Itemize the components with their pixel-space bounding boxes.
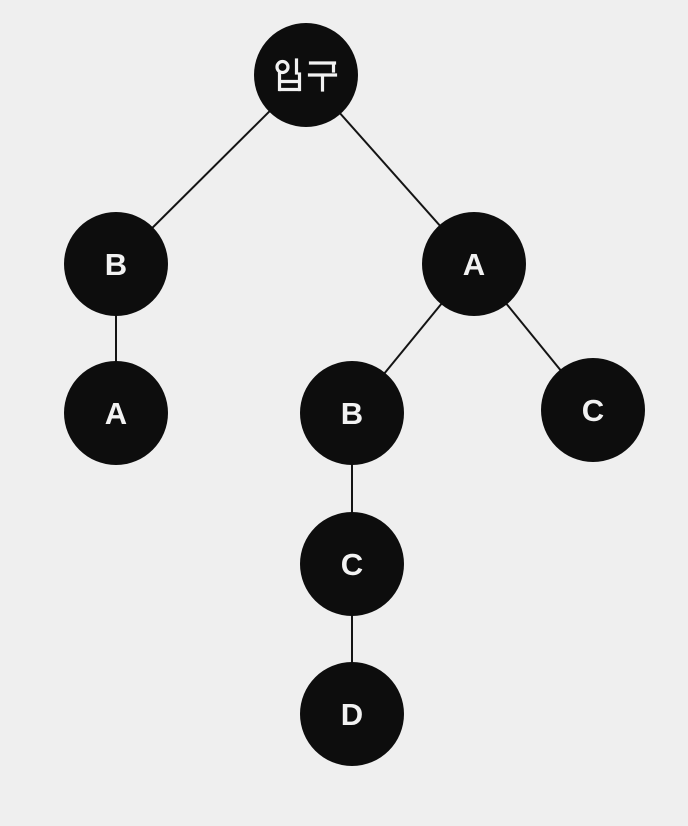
node-circle [541,358,645,462]
tree-node-entrance [254,23,358,127]
tree-node-b1: B [64,212,168,316]
node-circle [300,662,404,766]
node-label: C [582,393,604,428]
node-label-glyph-stroke [275,59,290,75]
tree-node-a1: A [422,212,526,316]
node-circle [254,23,358,127]
tree-node-d1: D [300,662,404,766]
node-label: A [463,247,485,282]
tree-node-c1: C [541,358,645,462]
node-label: A [105,396,127,431]
tree-node-b2: B [300,361,404,465]
node-circle [300,512,404,616]
node-circle [64,361,168,465]
node-circle [300,361,404,465]
tree-node-c2: C [300,512,404,616]
tree-node-a2: A [64,361,168,465]
node-circle [64,212,168,316]
node-circle [422,212,526,316]
node-label: B [105,247,127,282]
node-label: B [341,396,363,431]
node-label: D [341,697,363,732]
node-label: C [341,547,363,582]
